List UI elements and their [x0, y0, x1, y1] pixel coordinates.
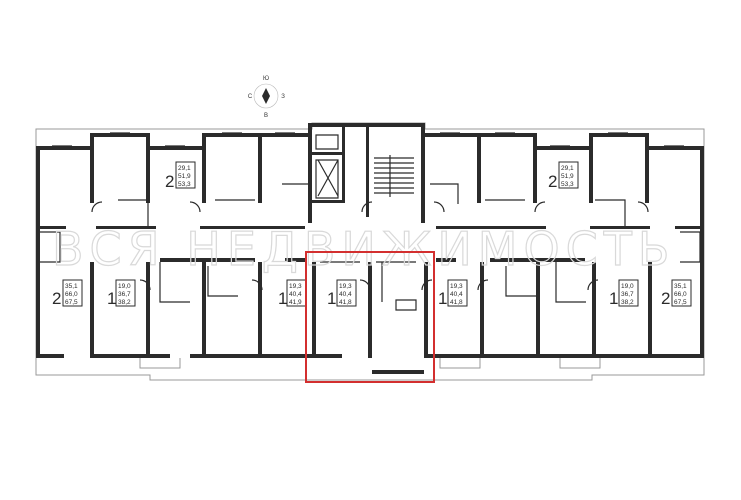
total-area-with-balcony: 53,3: [561, 181, 574, 188]
total-area: 40,4: [450, 291, 463, 298]
apartment-label[interactable]: 2 29,1 51,9 53,3: [548, 161, 579, 191]
room-count: 2: [165, 172, 174, 191]
interior-details: [40, 132, 701, 369]
room-count: 1: [609, 289, 618, 308]
total-area-with-balcony: 38,2: [621, 299, 634, 306]
living-area: 35,1: [674, 283, 687, 290]
apartment-label[interactable]: 2 35,1 66,0 67,5: [661, 279, 692, 308]
watermark: ВСЯ НЕДВИЖИМОСТЬ: [52, 222, 675, 276]
walls: [36, 123, 704, 374]
apartment-label[interactable]: 1 19,0 36,7 38,2: [609, 279, 639, 308]
total-area: 51,9: [178, 173, 191, 180]
total-area-with-balcony: 41,8: [450, 299, 463, 306]
total-area: 66,0: [65, 291, 78, 298]
total-area: 66,0: [674, 291, 687, 298]
living-area: 19,3: [289, 283, 302, 290]
living-area: 19,0: [621, 283, 634, 290]
apartment-label[interactable]: 2 35,1 66,0 67,5: [52, 279, 83, 308]
compass-rose: Ю В С З: [248, 76, 285, 119]
apartment-label[interactable]: 1 19,3 40,4 41,8: [327, 279, 357, 308]
compass-west: С: [248, 94, 253, 100]
living-area: 19,0: [118, 283, 131, 290]
compass-east: З: [281, 94, 285, 100]
living-area: 19,3: [339, 283, 352, 290]
total-area-with-balcony: 41,9: [289, 299, 302, 306]
total-area-with-balcony: 67,5: [65, 299, 78, 306]
total-area: 36,7: [118, 291, 131, 298]
room-count: 1: [438, 289, 447, 308]
living-area: 19,3: [450, 283, 463, 290]
selected-apartment-highlight: [305, 251, 435, 383]
apartment-label[interactable]: 1 19,0 36,7 38,2: [107, 279, 136, 308]
room-count: 2: [661, 289, 670, 308]
total-area-with-balcony: 38,2: [118, 299, 131, 306]
room-count: 2: [548, 172, 557, 191]
room-count: 1: [278, 289, 287, 308]
total-area-with-balcony: 67,5: [674, 299, 687, 306]
room-count: 1: [107, 289, 116, 308]
living-area: 29,1: [178, 165, 191, 172]
total-area: 51,9: [561, 173, 574, 180]
room-count: 2: [52, 289, 61, 308]
living-area: 29,1: [561, 165, 574, 172]
total-area: 40,4: [339, 291, 352, 298]
apartment-label[interactable]: 1 19,3 40,4 41,8: [438, 279, 468, 308]
total-area-with-balcony: 41,8: [339, 299, 352, 306]
compass-south: В: [264, 113, 268, 119]
apartment-label[interactable]: 2 29,1 51,9 53,3: [165, 161, 196, 191]
total-area-with-balcony: 53,3: [178, 181, 191, 188]
living-area: 35,1: [65, 283, 78, 290]
apartment-label[interactable]: 1 19,3 40,4 41,9: [278, 279, 307, 308]
room-count: 1: [327, 289, 336, 308]
total-area: 40,4: [289, 291, 302, 298]
compass-north: Ю: [263, 76, 269, 82]
total-area: 36,7: [621, 291, 634, 298]
